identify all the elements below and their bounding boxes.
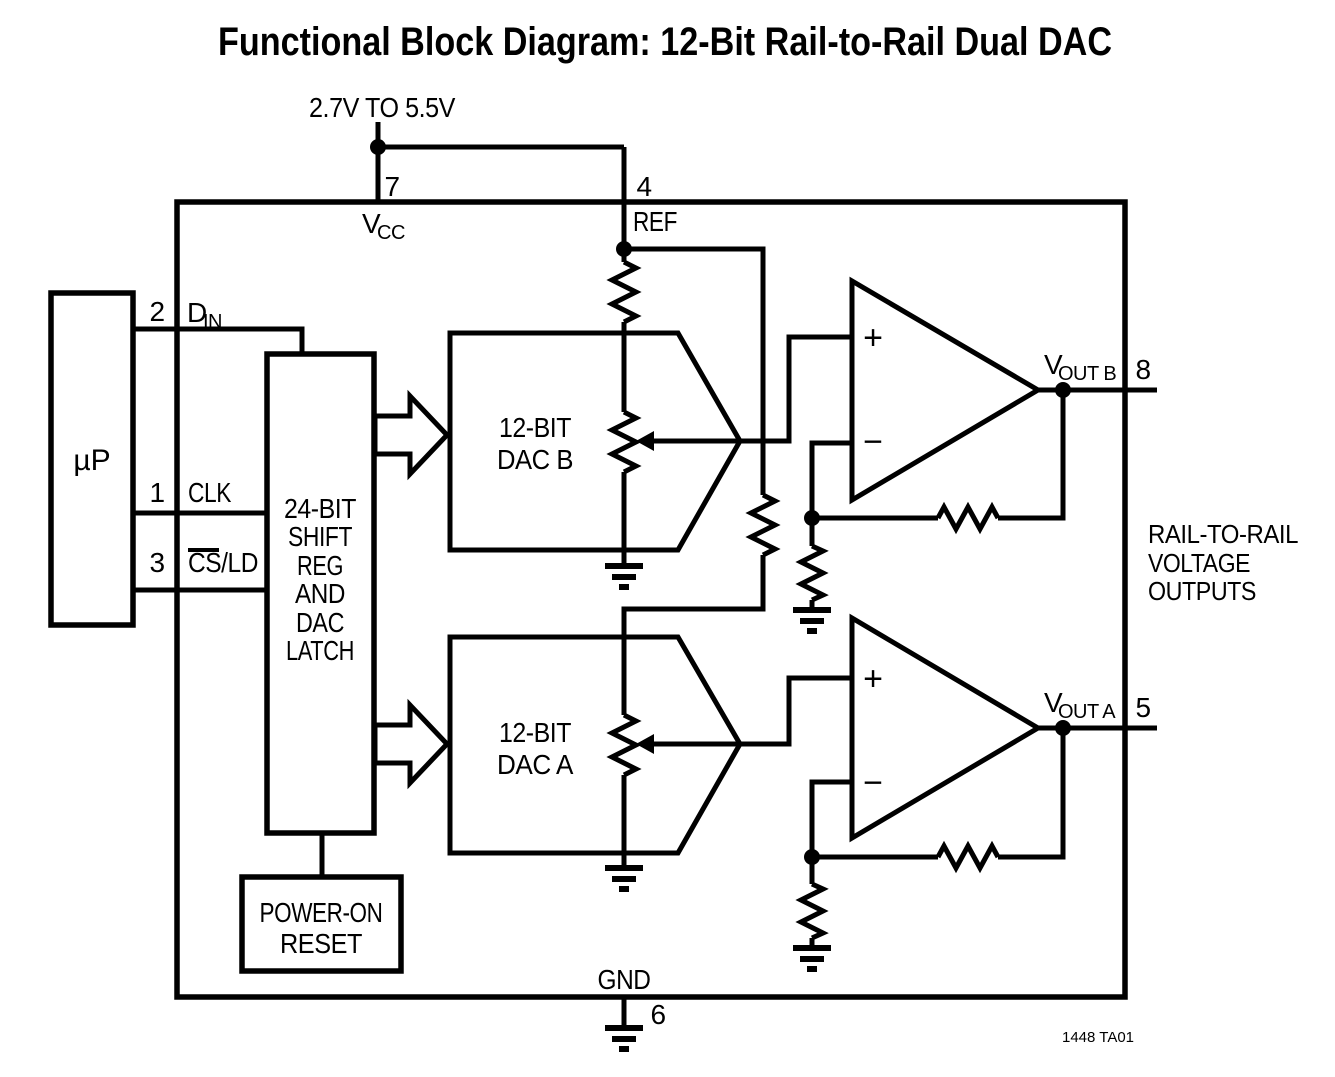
vcc-label-subscript: CC [377, 222, 405, 244]
opamp-b-plus-sign: + [863, 319, 883, 357]
dac-b-wiper-wire [650, 334, 852, 444]
figure-id: 1448 TA01 [1062, 1029, 1134, 1046]
dac-b-ground-symbol [605, 566, 643, 587]
opamp-b-wiring [793, 382, 1157, 631]
dac-a-wiper-wire [650, 675, 852, 747]
microprocessor-block [48, 290, 136, 628]
dac-b-line-2: DAC B [497, 444, 573, 475]
pin-8-number: 8 [1135, 354, 1150, 385]
dac-b-wiper-arrowhead [636, 431, 654, 451]
dac-a-line-2: DAC A [497, 749, 574, 780]
dac-b-label: 12-BIT DAC B [497, 412, 574, 475]
pin-2-number: 2 [149, 296, 164, 327]
dac-a-block [447, 634, 743, 856]
ref-resistor-dac-b [612, 262, 636, 322]
opamp-a-plus-sign: + [863, 660, 883, 698]
dac-b-string [605, 322, 852, 587]
dac-a-label: 12-BIT DAC A [497, 717, 574, 780]
dac-a-ground-symbol [605, 868, 643, 889]
ref-junction-dot [616, 241, 632, 257]
clk-label: CLK [188, 477, 232, 508]
shift-reg-line-6: LATCH [286, 635, 354, 666]
din-label-subscript: IN [203, 311, 222, 333]
pin-1-number: 1 [149, 477, 164, 508]
opamp-b-feedback-junction-dot [804, 510, 820, 526]
opamp-a-triangle [849, 613, 1043, 843]
bus-arrow-dac-b [372, 389, 451, 481]
microprocessor-label: µP [73, 444, 110, 477]
opamp-a-gain-resistor [801, 884, 823, 938]
gnd-pin-ground-symbol [605, 1028, 643, 1049]
opamp-a-minus-sign: − [863, 764, 883, 802]
vout-b-label-subscript: OUT B [1058, 363, 1116, 385]
shift-register-label: 24-BIT SHIFT REG AND DAC LATCH [284, 493, 357, 666]
digital-interface-wires [133, 326, 325, 877]
opamp-a-feedback-resistor [938, 846, 998, 868]
shift-reg-line-4: AND [295, 578, 345, 609]
gnd-label: GND [598, 964, 651, 995]
shift-reg-line-2: SHIFT [288, 521, 352, 552]
vcc-label: V [362, 208, 381, 239]
opamp-b-gain-resistor [801, 546, 823, 600]
pin-4-number: 4 [636, 171, 651, 202]
ref-to-dac-a-wire [621, 555, 766, 637]
opamp-a-wiring [793, 720, 1157, 969]
opamp-a-feedback-junction-dot [804, 849, 820, 865]
vout-a-label-subscript: OUT A [1058, 701, 1116, 723]
outputs-annotation: RAIL-TO-RAIL VOLTAGE OUTPUTS [1148, 519, 1299, 606]
vout-b-junction-dot [1055, 382, 1071, 398]
opamp-a-ground-symbol [793, 948, 831, 969]
dac-b-line-1: 12-BIT [499, 412, 571, 443]
pin-3-number: 3 [149, 547, 164, 578]
ref-resistor-dac-a [751, 495, 775, 555]
opamp-b-feedback-resistor [938, 507, 998, 529]
vout-b-label: V [1044, 349, 1063, 380]
opamp-b-triangle [849, 276, 1043, 505]
shift-reg-line-3: REG [297, 550, 343, 581]
shift-reg-line-1: 24-BIT [284, 493, 356, 524]
bus-arrow-dac-a [372, 698, 451, 790]
gnd-pin-wiring [605, 997, 643, 1049]
dac-a-line-1: 12-BIT [499, 717, 571, 748]
opamp-b-feedback-wire [998, 390, 1066, 521]
opamp-b-ground-symbol [793, 610, 831, 631]
outputs-note-line-2: VOLTAGE [1148, 548, 1250, 578]
chip-outline [174, 199, 1128, 1000]
pin-6-number: 6 [650, 999, 665, 1030]
pin-5-number: 5 [1135, 692, 1150, 723]
opamp-b-inv-input-wire [809, 440, 852, 518]
din-label: D [187, 297, 207, 328]
supply-junction-dot [370, 139, 386, 155]
pin-7-number: 7 [384, 171, 399, 202]
ref-branch-wire [624, 246, 766, 495]
din-wire [133, 326, 305, 354]
dac-a-wiper-arrowhead [636, 734, 654, 754]
outputs-note-line-3: OUTPUTS [1148, 576, 1256, 606]
ref-label: REF [633, 206, 677, 237]
page-title: Functional Block Diagram: 12-Bit Rail-to… [218, 20, 1112, 64]
vout-a-label: V [1044, 687, 1063, 718]
por-line-2: RESET [280, 928, 362, 959]
vout-a-junction-dot [1055, 720, 1071, 736]
dac-a-string [605, 637, 852, 889]
outputs-note-line-1: RAIL-TO-RAIL [1148, 519, 1298, 549]
opamp-a-inv-input-wire [809, 779, 852, 857]
supply-label: 2.7V TO 5.5V [309, 92, 456, 123]
opamp-a-feedback-wire [998, 728, 1066, 860]
supply-wires [375, 122, 627, 249]
dac-b-block [447, 330, 743, 553]
power-on-reset-label: POWER-ON RESET [260, 897, 384, 959]
opamp-b-minus-sign: − [863, 423, 883, 461]
csld-label: CS/LD [188, 547, 258, 578]
por-line-1: POWER-ON [260, 897, 383, 928]
shift-reg-line-5: DAC [296, 607, 344, 638]
